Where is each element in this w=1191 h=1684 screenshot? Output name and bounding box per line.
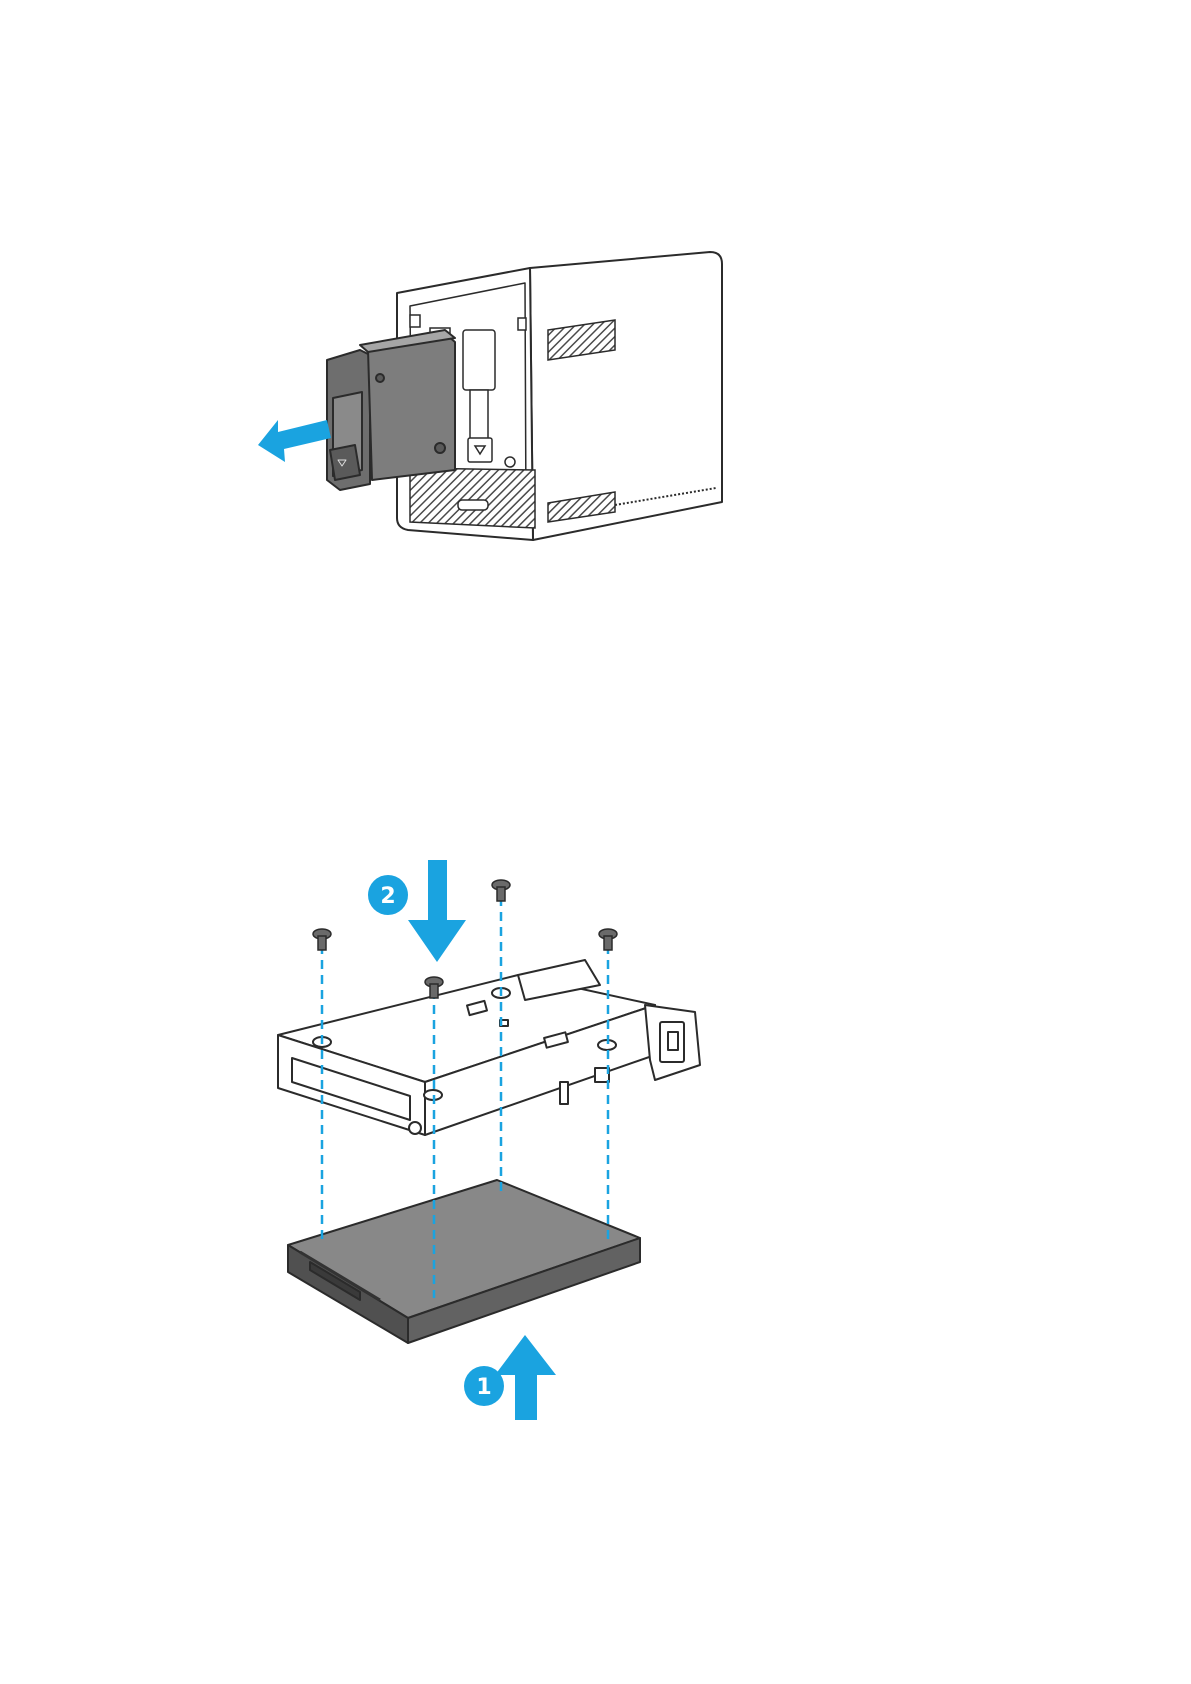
drive-install-figure: 2 1	[278, 860, 700, 1420]
hard-drive	[288, 1180, 640, 1343]
pull-out-arrow	[258, 420, 331, 462]
step-2-number: 2	[380, 884, 395, 909]
screw-icon	[492, 880, 510, 901]
step-2-down-arrow	[408, 860, 466, 962]
drive-tray-cage	[278, 960, 700, 1135]
front-bottom-grille	[410, 468, 535, 528]
nas-removal-figure	[258, 252, 722, 540]
screw-icon	[599, 929, 617, 950]
drive-tray	[327, 330, 455, 490]
step-1-badge: 1	[464, 1366, 504, 1406]
front-led-slot	[458, 500, 488, 510]
step-1-up-arrow	[495, 1335, 556, 1420]
step-1-number: 1	[476, 1375, 491, 1400]
step-2-badge: 2	[368, 875, 408, 915]
screw-icon	[313, 929, 331, 950]
